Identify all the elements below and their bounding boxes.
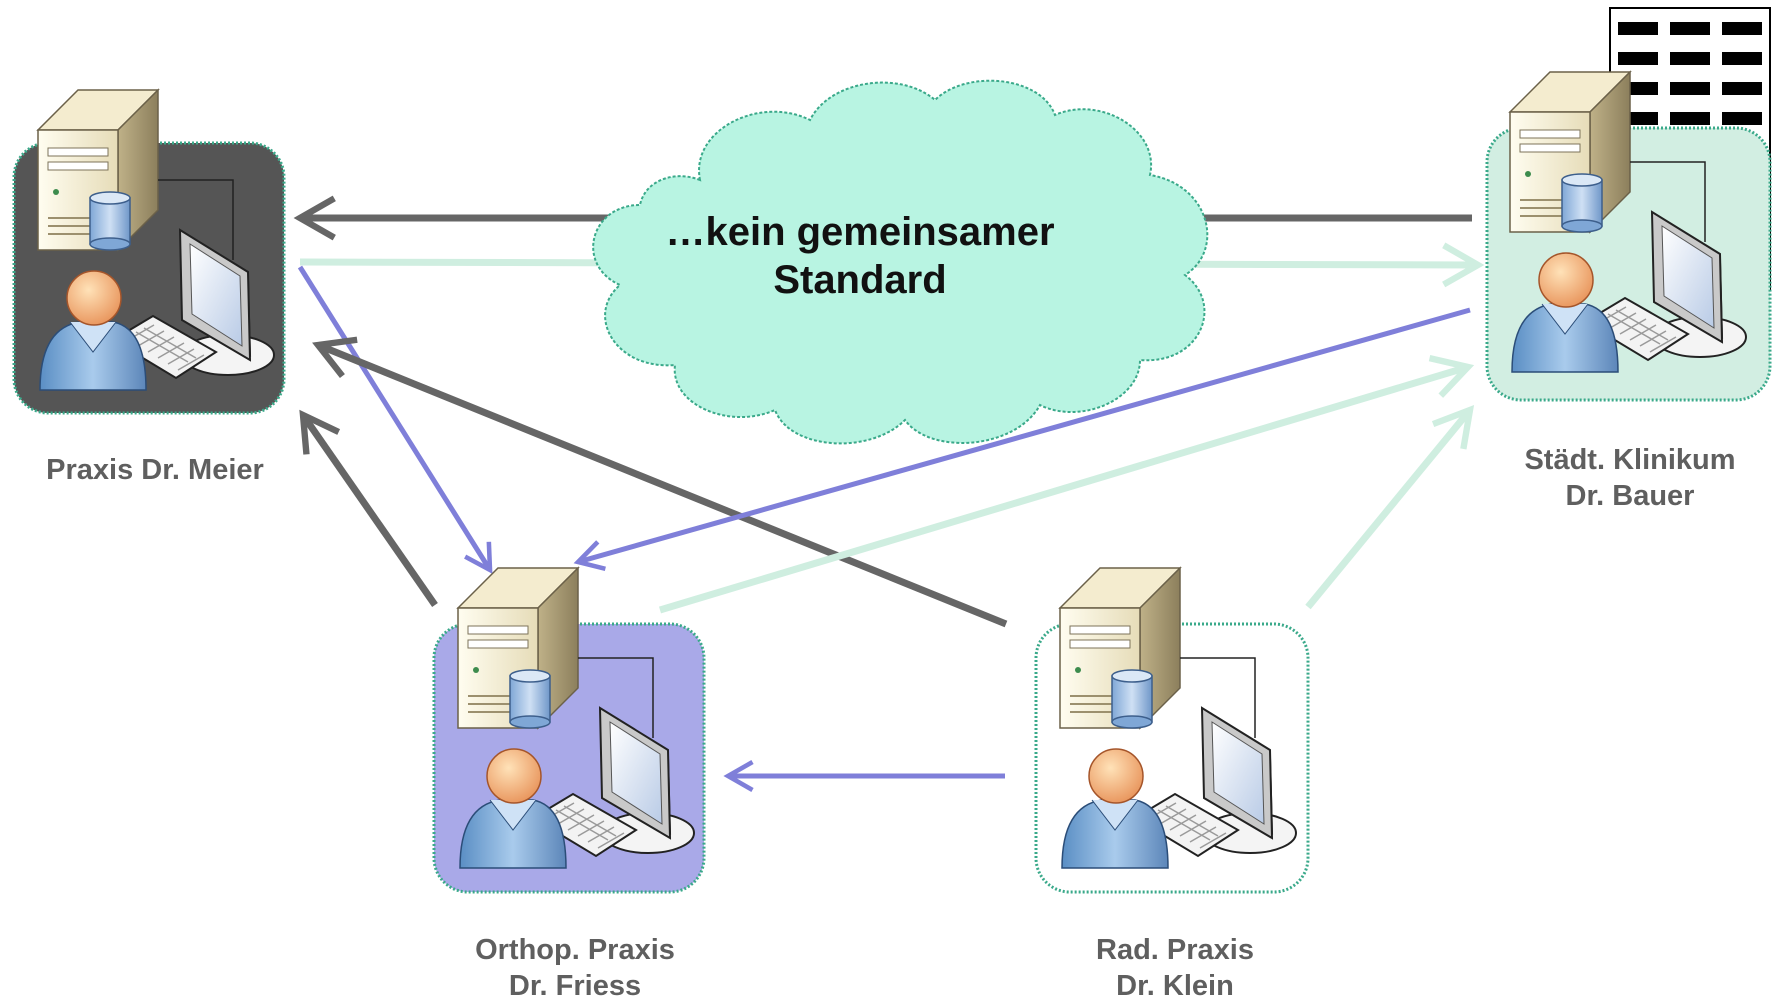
node-label-klein-line1: Rad. Praxis [1096, 934, 1254, 966]
cloud-text: …kein gemeinsamer Standard [640, 208, 1080, 304]
stripe-bar [1670, 82, 1710, 95]
node-label-friess: Orthop. Praxis Dr. Friess [430, 932, 720, 1004]
stripe-bar [1618, 22, 1658, 35]
arrow-friess-to-meier [299, 409, 438, 607]
arrow-bauer-to-friess [573, 307, 1471, 572]
node-label-klein-line2: Dr. Klein [1116, 970, 1234, 1002]
stripe-bar [1722, 82, 1762, 95]
node-label-meier-line1: Praxis Dr. Meier [46, 454, 264, 486]
node-label-bauer-line1: Städt. Klinikum [1524, 444, 1736, 476]
arrow-meier-to-friess [297, 265, 493, 574]
stripe-bar [1722, 22, 1762, 35]
stripe-bar [1670, 22, 1710, 35]
node-label-klein: Rad. Praxis Dr. Klein [1030, 932, 1320, 1004]
node-label-bauer-line2: Dr. Bauer [1565, 480, 1695, 512]
cloud-text-line1: …kein gemeinsamer [665, 210, 1055, 254]
node-label-friess-line1: Orthop. Praxis [475, 934, 675, 966]
arrow-klein-to-bauer [1305, 405, 1475, 610]
stripe-bar [1722, 112, 1762, 125]
node-label-meier: Praxis Dr. Meier [20, 452, 290, 488]
stripe-bar [1618, 52, 1658, 65]
node-label-bauer: Städt. Klinikum Dr. Bauer [1490, 442, 1770, 514]
arrow-friess-to-bauer [658, 355, 1475, 614]
stripe-bar [1670, 52, 1710, 65]
cloud-text-line2: Standard [773, 258, 947, 302]
cloud-shape [592, 79, 1209, 445]
node-label-friess-line2: Dr. Friess [508, 970, 642, 1002]
stripe-bar [1722, 52, 1762, 65]
stripe-bar [1670, 112, 1710, 125]
arrow-klein-to-meier [312, 336, 1008, 628]
